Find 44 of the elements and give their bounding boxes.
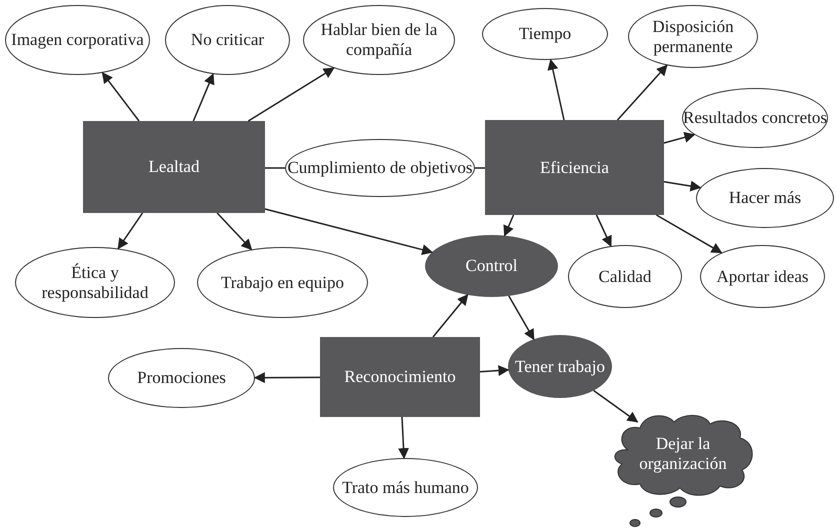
arrow	[547, 58, 565, 120]
arrow	[596, 214, 612, 247]
node-label: Calidad	[598, 266, 652, 286]
arrow	[264, 208, 434, 256]
node-label: Trato más humano	[342, 478, 469, 498]
arrow	[503, 214, 514, 237]
arrow	[664, 132, 696, 144]
node-label: Hacer más	[728, 188, 802, 208]
node-label: Tiempo	[518, 24, 572, 44]
arrow	[254, 372, 320, 384]
node-label: Resultados concretos	[683, 108, 827, 128]
node-label: Ética y responsabilidad	[40, 262, 150, 302]
arrow	[593, 390, 638, 423]
node-label: Eficiencia	[540, 158, 609, 178]
node-label: Disposición permanente	[651, 16, 735, 56]
connector-line	[265, 167, 285, 169]
node-label: No criticar	[190, 30, 264, 50]
node-label: Trabajo en equipo	[220, 272, 344, 292]
arrow	[102, 72, 140, 122]
node-label: Control	[466, 256, 518, 276]
arrow	[398, 416, 409, 460]
node-label: Dejar la organización	[638, 434, 728, 474]
node-label: Reconocimiento	[344, 367, 456, 387]
arrow	[656, 214, 722, 254]
connector-line	[475, 167, 485, 169]
arrow	[664, 180, 702, 192]
arrow	[118, 212, 144, 250]
arrow	[216, 212, 252, 250]
node-label: Lealtad	[148, 157, 200, 177]
category-box	[485, 120, 664, 215]
arrow	[248, 67, 335, 122]
arrow	[480, 365, 510, 376]
arrow	[616, 64, 668, 120]
node-label: Cumplimiento de objetivos	[287, 158, 473, 178]
node-label: Hablar bien de la compañía	[320, 20, 438, 60]
arrow	[508, 296, 534, 340]
node-label: Aportar ideas	[716, 266, 809, 286]
arrow	[432, 294, 468, 338]
node-label: Promociones	[137, 368, 226, 388]
arrow	[192, 73, 214, 122]
category-box	[83, 121, 265, 213]
node-label: Tener trabajo	[515, 356, 605, 376]
node-label: Imagen corporativa	[11, 30, 144, 50]
category-box	[320, 337, 480, 417]
